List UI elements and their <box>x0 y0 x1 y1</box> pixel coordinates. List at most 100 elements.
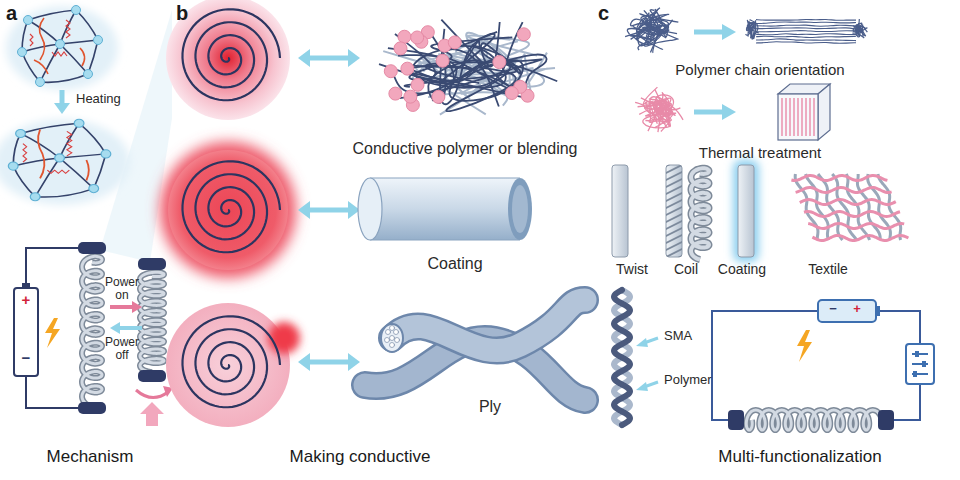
conductive-network <box>398 55 518 92</box>
sma-polymer-rope <box>614 290 630 425</box>
polymer-network <box>18 6 103 87</box>
electrode-clamp <box>78 402 106 414</box>
polymer-network <box>94 36 103 45</box>
conductive-network <box>401 62 414 75</box>
controller-symbol <box>906 344 934 384</box>
panel-letter: b <box>176 2 188 24</box>
method-label: Ply <box>470 398 510 416</box>
ply-fiber <box>392 300 585 351</box>
conductive-network <box>398 30 411 43</box>
crystal-block <box>805 98 806 136</box>
polymer-network <box>55 154 65 162</box>
textile-weave <box>804 212 900 217</box>
actuator-coil <box>746 410 882 430</box>
textile-weave <box>796 188 892 193</box>
crystal-block <box>778 84 830 140</box>
ply-fiber <box>386 330 391 335</box>
conductive-network <box>411 31 424 44</box>
polymer-network <box>30 20 70 56</box>
conductive-network <box>448 36 461 49</box>
crystal-block <box>801 98 802 136</box>
polarity-sign: + <box>18 292 34 309</box>
circuit-wire <box>880 311 920 344</box>
structure-label: Textile <box>788 262 868 277</box>
controller-symbol <box>922 361 926 367</box>
double-arrow <box>348 49 360 67</box>
double-arrow <box>306 56 352 61</box>
conductive-network <box>436 54 449 67</box>
structure-label: Twist <box>602 262 662 277</box>
double-arrow <box>298 201 310 219</box>
contraction-arrow <box>136 386 173 426</box>
polymer-chain <box>641 12 666 38</box>
conductive-network <box>432 90 445 103</box>
heating-arrow <box>54 103 70 114</box>
polymer-network <box>18 48 27 57</box>
heating-spiral <box>168 150 288 270</box>
circuit-wire <box>712 311 818 420</box>
double-arrow <box>298 49 360 371</box>
polymer-chain <box>646 90 670 127</box>
controller-symbol <box>915 351 919 357</box>
battery-symbol <box>876 306 880 316</box>
contraction-arrow <box>136 390 168 398</box>
polymer-network <box>8 119 110 201</box>
crystal-block <box>818 84 830 140</box>
coated-fiber <box>370 178 520 240</box>
structure-label: Coating <box>702 262 782 277</box>
electrode-clamp <box>78 242 106 254</box>
ply-fiber <box>392 300 585 351</box>
polymer-chain <box>857 19 865 38</box>
ply-fiber <box>395 338 400 343</box>
polarity-sign: − <box>18 350 34 367</box>
polymer-network <box>22 10 98 82</box>
polymer-network <box>0 119 130 205</box>
coated-fiber <box>508 178 532 240</box>
battery-symbol <box>14 288 38 376</box>
power-on-arrow <box>110 305 134 309</box>
polymer-chain <box>756 34 856 35</box>
conductive-network <box>384 65 397 78</box>
coated-fiber <box>358 178 532 240</box>
polymer-network <box>101 150 111 158</box>
polymer-chain <box>657 101 672 132</box>
conductive-network <box>379 20 557 115</box>
controller-symbol <box>913 371 917 377</box>
crystal-block <box>789 98 790 136</box>
ply-fiber <box>390 336 395 341</box>
plain-fiber <box>612 165 628 257</box>
actuator-coil <box>82 256 102 406</box>
twisted-fiber <box>666 255 682 257</box>
double-arrow <box>306 208 352 213</box>
double-arrow <box>298 353 310 371</box>
process-label: Heating <box>76 92 121 106</box>
battery-symbol <box>22 283 30 288</box>
coated-fiber <box>370 178 520 240</box>
power-off-arrow <box>118 326 142 330</box>
actuator-coil <box>82 256 164 406</box>
circuit-wire <box>712 311 920 420</box>
conductive-network <box>404 90 417 103</box>
power-off-arrow <box>110 322 142 334</box>
circuit-wire <box>26 376 86 408</box>
textile-weave <box>791 174 908 240</box>
twisted-fiber <box>666 248 682 257</box>
textile-weave <box>808 224 904 229</box>
electrode-clamp <box>78 242 166 414</box>
electrode-clamp <box>878 410 894 430</box>
process-arrow <box>722 104 736 120</box>
conductive-network <box>517 28 530 41</box>
conductive-network <box>395 55 481 103</box>
panel-caption: Mechanism <box>20 448 160 467</box>
pointer-arrow <box>636 338 658 391</box>
heating-spiral <box>160 142 296 278</box>
conductive-network <box>505 86 518 99</box>
lightning-symbol <box>45 318 60 348</box>
battery-symbol <box>818 300 880 322</box>
polymer-network <box>24 16 33 25</box>
process-label: Polymer chain orientation <box>640 62 880 79</box>
heating-spiral <box>183 161 281 252</box>
polymer-network <box>23 131 72 173</box>
heating-spiral <box>160 0 300 427</box>
polymer-network <box>13 123 106 197</box>
